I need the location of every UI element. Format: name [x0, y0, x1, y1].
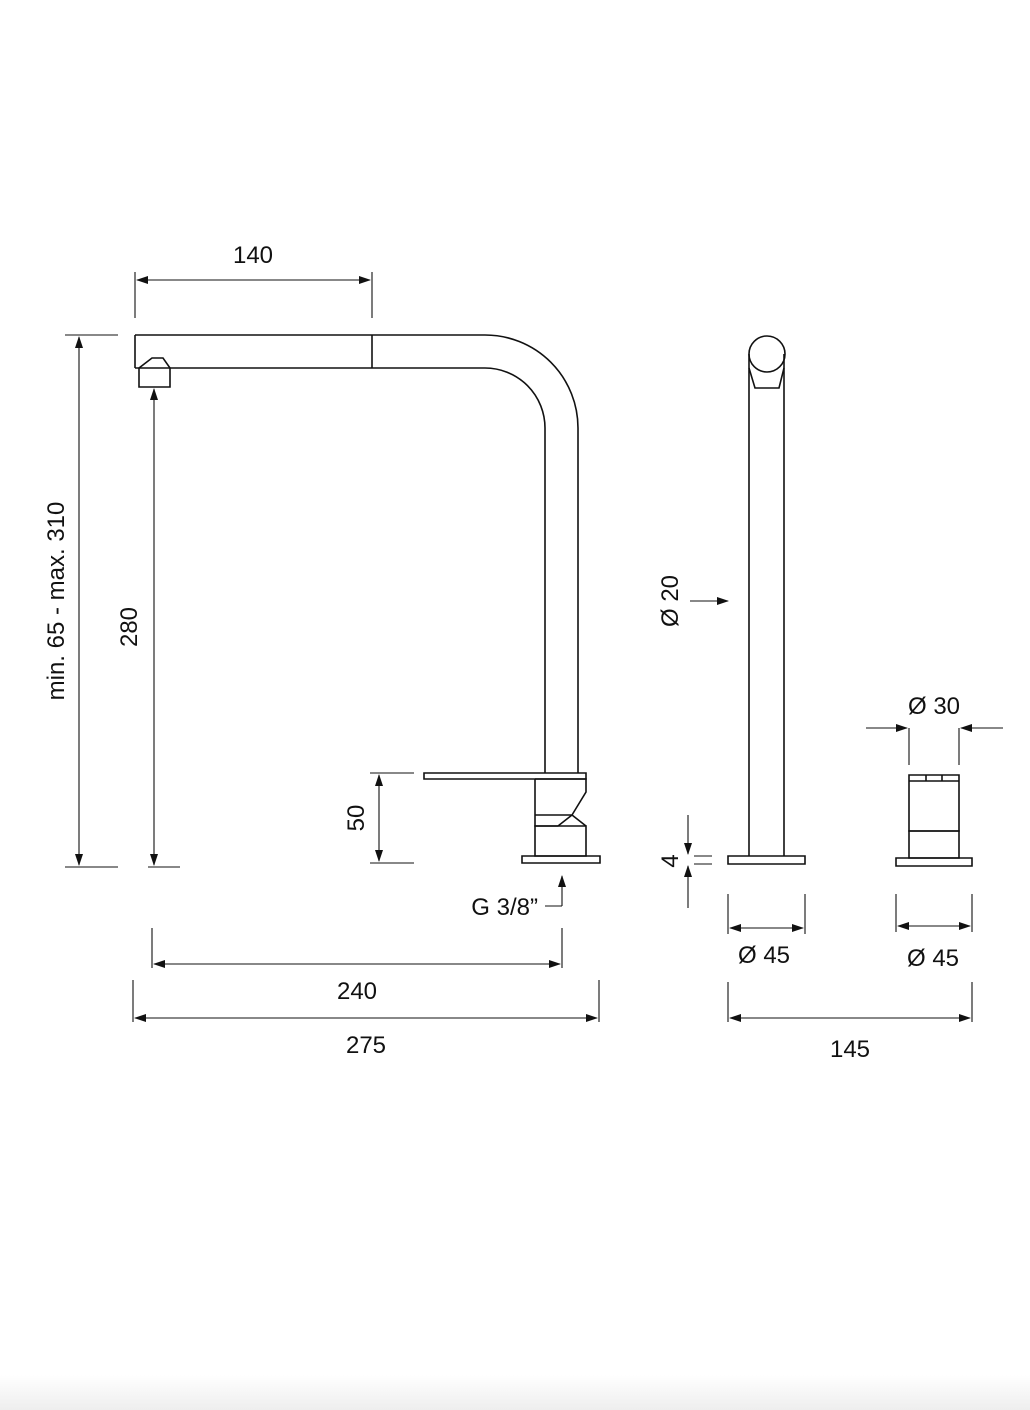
dim-spout-base-diameter: Ø 45 [738, 942, 790, 969]
spout-side-view [727, 335, 806, 865]
knob-side-view [895, 774, 973, 867]
dim-side-overall-width: 145 [830, 1036, 870, 1063]
faucet-front-view [134, 334, 601, 864]
dim-height-range: min. 65 - max. 310 [43, 502, 70, 701]
dim-overall-length: 275 [346, 1032, 386, 1059]
front-dimensions: 140 min. 65 - max. 310 280 50 G 3/8” 240… [43, 242, 600, 1059]
side-dimensions: Ø 20 Ø 30 4 Ø 45 Ø 45 145 [657, 575, 1003, 1063]
dim-knob-diameter: Ø 30 [908, 693, 960, 720]
dim-tube-diameter: Ø 20 [657, 575, 684, 627]
dim-spout-height: 280 [116, 607, 143, 647]
dim-lever-height: 50 [343, 805, 370, 832]
dim-base-to-spout: 240 [337, 978, 377, 1005]
dim-knob-base-diameter: Ø 45 [907, 945, 959, 972]
dim-spout-reach: 140 [233, 242, 273, 269]
dim-thread: G 3/8” [471, 894, 538, 921]
dim-plate-thickness: 4 [657, 854, 684, 867]
bottom-fade [0, 1375, 1030, 1410]
